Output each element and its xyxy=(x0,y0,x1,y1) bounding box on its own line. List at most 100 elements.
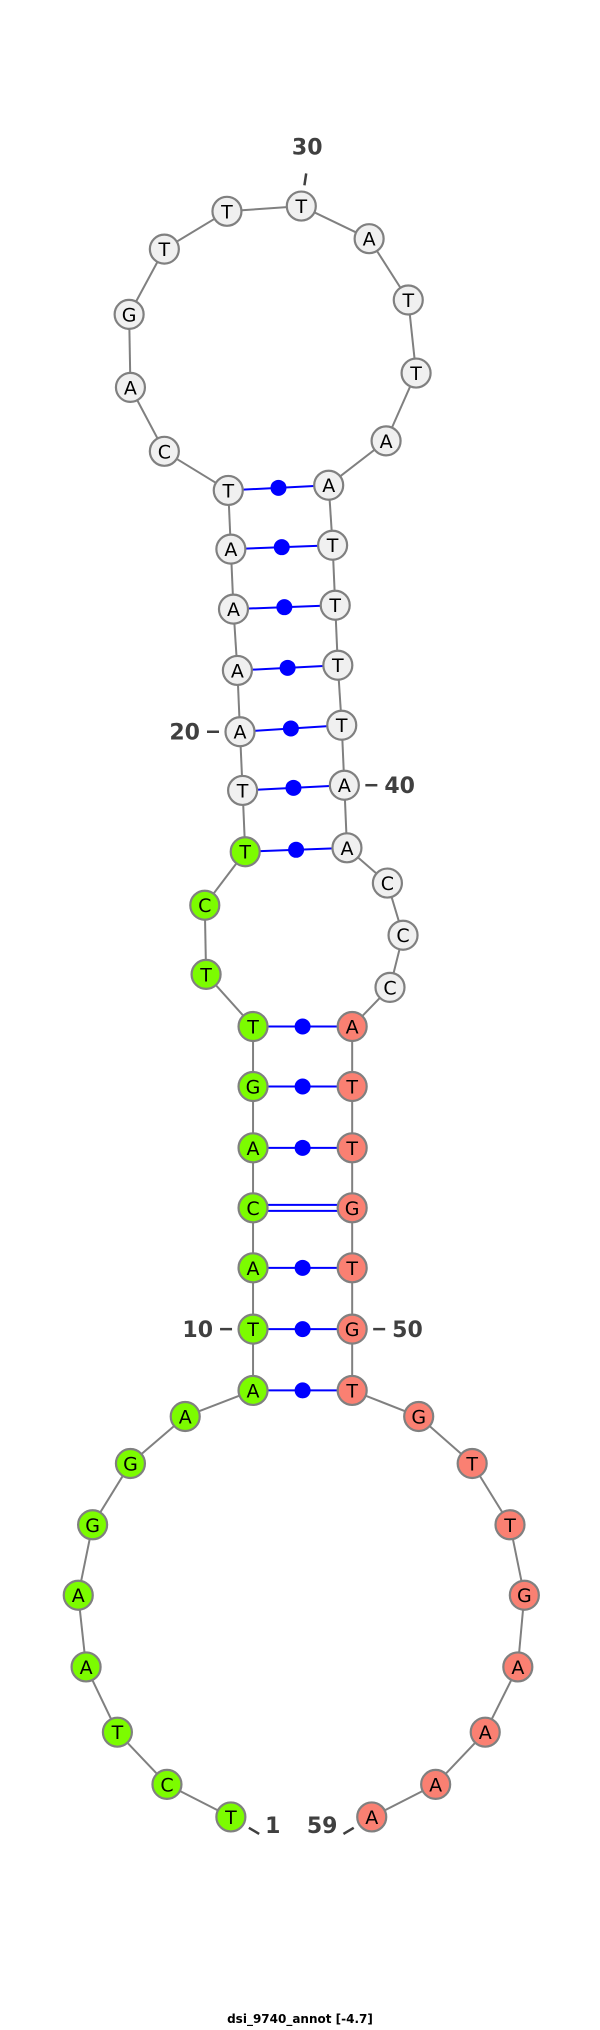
nucleotide-48: G xyxy=(336,1192,368,1224)
nucleotide-circle xyxy=(221,654,253,687)
nucleotide-circle xyxy=(237,1192,269,1224)
nucleotide-33: T xyxy=(400,357,432,389)
nucleotide-46: T xyxy=(336,1070,368,1103)
nucleotide-2: C xyxy=(151,1768,183,1800)
position-label-10: 10 xyxy=(182,1318,213,1343)
nucleotide-circle xyxy=(313,469,345,501)
nucleotide-letter: T xyxy=(401,290,414,312)
nucleotide-letter: A xyxy=(338,775,351,797)
nucleotide-circle xyxy=(237,1252,269,1284)
nucleotide-letter: A xyxy=(72,1585,85,1607)
nucleotide-59: A xyxy=(356,1801,388,1833)
nucleotide-circle xyxy=(336,1070,368,1103)
nucleotide-circle xyxy=(392,284,424,316)
base-pair-dot xyxy=(294,1259,311,1276)
nucleotide-letter: T xyxy=(246,1017,259,1039)
base-pair-dot xyxy=(294,1139,311,1156)
position-tick xyxy=(303,173,308,186)
nucleotide-circle xyxy=(212,474,244,507)
nucleotide-letter: A xyxy=(346,1017,359,1039)
nucleotide-circle xyxy=(456,1447,488,1480)
nucleotide-circle xyxy=(227,774,259,807)
nucleotide-letter: A xyxy=(224,539,237,561)
base-pair-dot xyxy=(294,1382,311,1399)
base-pair-dot xyxy=(270,479,287,496)
nucleotide-43: C xyxy=(387,919,419,951)
nucleotide-circle xyxy=(336,1192,368,1224)
nucleotide-57: A xyxy=(469,1716,501,1748)
nucleotide-4: A xyxy=(70,1651,102,1683)
nucleotide-41: A xyxy=(331,832,363,864)
nucleotide-circle xyxy=(328,769,360,801)
position-label-40: 40 xyxy=(384,774,415,799)
nucleotide-40: A xyxy=(328,769,360,801)
nucleotide-25: C xyxy=(148,435,180,467)
nucleotide-53: T xyxy=(456,1447,488,1480)
nucleotide-circle xyxy=(215,533,247,565)
nucleotide-circle xyxy=(508,1579,540,1611)
nucleotide-letter: A xyxy=(479,1722,492,1744)
nucleotide-letter: A xyxy=(124,377,137,399)
nucleotide-11: A xyxy=(237,1252,269,1284)
nucleotide-circle xyxy=(370,425,402,457)
base-pair-dot xyxy=(288,841,305,858)
nucleotide-letter: G xyxy=(411,1407,426,1429)
nucleotide-23: A xyxy=(215,533,247,565)
nucleotide-letter: A xyxy=(179,1407,192,1429)
nucleotide-letter: A xyxy=(234,722,247,744)
nucleotide-10: T xyxy=(237,1313,269,1345)
nucleotide-letter: A xyxy=(365,1807,378,1829)
nucleotide-circle xyxy=(151,1768,183,1800)
nucleotide-letter: G xyxy=(122,304,137,326)
nucleotide-circle xyxy=(326,709,358,741)
nucleotide-letter: A xyxy=(429,1774,442,1796)
nucleotide-6: G xyxy=(77,1509,109,1541)
nucleotide-circle xyxy=(224,716,256,748)
nucleotide-letter: A xyxy=(247,1258,260,1280)
nucleotide-45: A xyxy=(336,1010,368,1043)
nucleotide-56: A xyxy=(502,1651,534,1683)
nucleotide-50: G xyxy=(336,1313,368,1345)
nucleotide-letter: T xyxy=(294,196,307,218)
nucleotide-54: T xyxy=(494,1509,526,1541)
nucleotide-letter: T xyxy=(345,1138,358,1160)
nucleotide-letter: A xyxy=(340,838,353,860)
nucleotide-letter: G xyxy=(246,1077,261,1099)
nucleotide-14: G xyxy=(237,1070,269,1103)
nucleotide-circle xyxy=(502,1651,534,1683)
nucleotide-7: G xyxy=(114,1447,147,1480)
nucleotide-circle xyxy=(237,1374,269,1407)
nucleotide-18: T xyxy=(229,836,261,868)
nucleotide-letter: C xyxy=(396,925,409,947)
nucleotide-letter: T xyxy=(199,964,212,986)
nucleotide-13: A xyxy=(237,1132,269,1164)
nucleotide-circle xyxy=(190,958,222,990)
nucleotide-circle xyxy=(114,1447,147,1480)
nucleotide-letter: T xyxy=(345,1077,358,1099)
nucleotide-circle xyxy=(169,1400,201,1433)
nucleotide-circle xyxy=(237,1070,269,1103)
nucleotide-30: T xyxy=(285,190,317,222)
nucleotide-letter: T xyxy=(335,715,348,737)
position-label-1: 1 xyxy=(265,1814,280,1839)
nucleotide-26: A xyxy=(114,371,147,403)
nucleotide-circle xyxy=(336,1313,368,1345)
nucleotide-20: A xyxy=(224,716,256,748)
nucleotide-letter: T xyxy=(158,239,171,261)
nucleotide-55: G xyxy=(508,1579,540,1611)
nucleotide-letter: T xyxy=(220,201,233,223)
nucleotide-circle xyxy=(148,435,180,467)
nucleotide-circle xyxy=(237,1313,269,1345)
nucleotide-circle xyxy=(322,649,354,681)
nucleotide-letter: T xyxy=(224,1807,237,1829)
nucleotide-circle xyxy=(356,1801,388,1833)
nucleotide-8: A xyxy=(169,1400,201,1433)
nucleotide-letter: A xyxy=(80,1657,93,1679)
nucleotide-letter: G xyxy=(85,1515,100,1537)
nucleotide-letter: A xyxy=(363,229,376,251)
nucleotide-letter: T xyxy=(503,1515,516,1537)
nucleotide-circle xyxy=(420,1768,452,1800)
position-tick xyxy=(248,1826,260,1836)
nucleotide-circle xyxy=(237,1132,269,1164)
